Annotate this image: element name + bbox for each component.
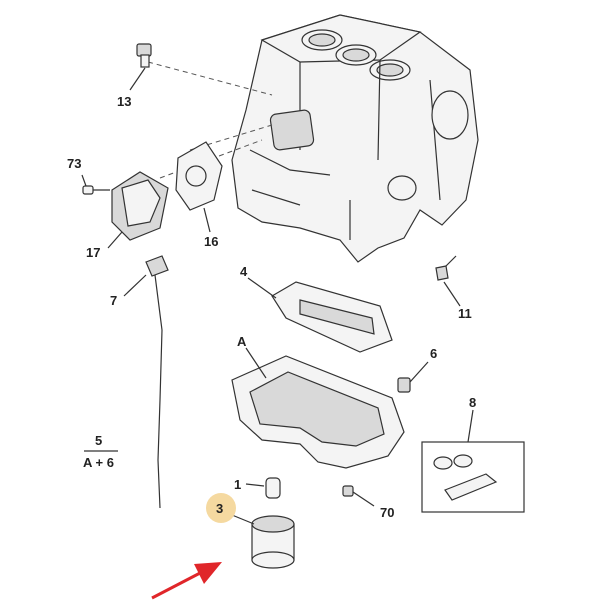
part-3-oil-filter	[231, 514, 295, 569]
callout-17: 17	[86, 245, 100, 260]
part-73-bolt	[81, 174, 110, 195]
callout-8: 8	[469, 395, 476, 410]
callout-13: 13	[117, 94, 131, 109]
callout-5: 5	[95, 433, 102, 448]
callout-16: 16	[204, 234, 218, 249]
part-17-oil-pump	[107, 171, 169, 249]
callout-3: 3	[216, 501, 223, 516]
callout-5-subtext: A + 6	[83, 455, 114, 470]
part-11-sensor	[435, 255, 461, 307]
callout-70: 70	[380, 505, 394, 520]
part-6-drain-plug	[397, 361, 429, 393]
dashed-line-block-to-sensor	[147, 61, 273, 96]
callout-11: 11	[458, 306, 472, 321]
callout-7: 7	[110, 293, 117, 308]
part-7-dipstick	[123, 255, 169, 509]
callout-1: 1	[234, 477, 241, 492]
part-8-kit-box	[421, 409, 525, 513]
callout-4: 4	[240, 264, 248, 279]
red-arrow	[151, 562, 222, 600]
callout-6: 6	[430, 346, 437, 361]
callout-73: 73	[67, 156, 81, 171]
callout-a: A	[237, 334, 247, 349]
part-1-sleeve	[245, 477, 281, 499]
part-a-oil-pan	[231, 347, 405, 469]
engine-block	[231, 14, 479, 263]
part-4-baffle	[247, 277, 393, 353]
part-70-bolt	[342, 485, 375, 507]
part-13-sensor	[129, 43, 152, 91]
highlight-circle	[206, 493, 236, 523]
part-16-gasket	[175, 141, 223, 233]
